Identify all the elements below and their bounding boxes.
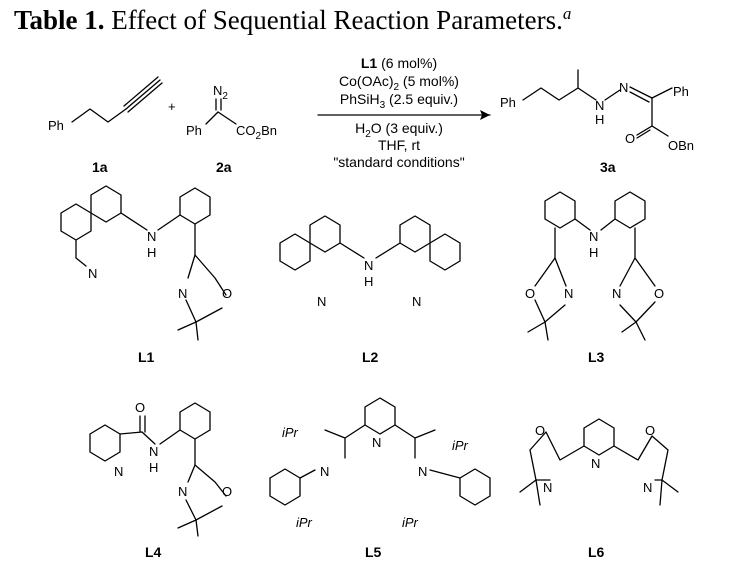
ester-obn: OBn (668, 138, 694, 153)
atom-n: N (643, 480, 652, 495)
condition-ligand: L1 (6 mol%) (361, 55, 437, 71)
compound-label: 2a (216, 159, 232, 175)
atom-h: H (589, 245, 598, 260)
ligand-l2: N N H N L2 (279, 215, 461, 365)
ligand-l4: O N N H N O L4 (89, 400, 232, 560)
atom-o: O (222, 286, 232, 301)
ligand-label: L4 (145, 544, 162, 560)
atom-n: N (619, 80, 628, 95)
atom-n: N (317, 294, 326, 309)
atom-h: H (364, 274, 373, 289)
ligand-label: L1 (138, 349, 155, 365)
atom-h: H (147, 245, 156, 260)
reactant-2a: N2 Ph CO2Bn 2a (186, 83, 277, 175)
atom-n: N (612, 286, 621, 301)
plus-sign: + (168, 99, 176, 114)
ester-group: CO2Bn (236, 123, 277, 142)
atom-n: N (591, 456, 600, 471)
atom-o: O (525, 286, 535, 301)
table-caption: Effect of Sequential Reaction Parameters… (111, 5, 563, 35)
atom-n: N (149, 444, 158, 459)
compound-label: 3a (600, 159, 616, 175)
substituent-ipr: iPr (402, 515, 419, 530)
reaction-conditions: L1 (6 mol%) Co(OAc)2 (5 mol%) PhSiH3 (2.… (317, 55, 491, 170)
compound-label: 1a (92, 159, 108, 175)
ligand-label: L5 (365, 544, 382, 560)
atom-n: N2 (213, 83, 228, 102)
condition-silane: PhSiH3 (2.5 equiv.) (340, 91, 458, 111)
atom-n: N (114, 464, 123, 479)
atom-o: O (135, 400, 145, 415)
atom-ph: Ph (186, 123, 202, 138)
ligand-label: L3 (588, 349, 605, 365)
atom-n: N (320, 464, 329, 479)
ligand-label: L6 (588, 544, 605, 560)
atom-o: O (645, 423, 655, 438)
atom-n: N (88, 266, 97, 281)
ligand-l1: N N H N O L1 (60, 185, 232, 365)
ligand-l6: N O N O N L6 (519, 418, 679, 560)
substituent-ipr: iPr (296, 515, 313, 530)
substituent-ipr: iPr (282, 425, 299, 440)
atom-ph: Ph (48, 118, 64, 133)
atom-n: N (564, 286, 573, 301)
ligand-l5: N N N iPr iPr iPr iPr L5 (269, 397, 491, 560)
atom-h: H (149, 460, 158, 475)
atom-n: N (147, 229, 156, 244)
atom-o: O (222, 484, 232, 499)
condition-label: "standard conditions" (333, 154, 464, 170)
atom-n: N (418, 464, 427, 479)
condition-solvent: THF, rt (378, 137, 420, 153)
product-3a: Ph N H N Ph O OBn 3a (500, 69, 694, 175)
atom-o: O (625, 131, 635, 146)
substituent-ipr: iPr (452, 438, 469, 453)
reactant-1a: Ph 1a (48, 76, 163, 175)
atom-n: N (595, 98, 604, 113)
atom-n: N (589, 229, 598, 244)
condition-water: H2O (3 equiv.) (355, 120, 443, 140)
atom-n: N (178, 484, 187, 499)
atom-n: N (543, 480, 552, 495)
ligand-label: L2 (362, 349, 379, 365)
atom-o: O (654, 286, 664, 301)
ligand-l3: N H O N N O L3 (525, 191, 664, 365)
atom-h: H (595, 112, 604, 127)
atom-n: N (178, 286, 187, 301)
table-label: Table 1. (14, 5, 105, 35)
footnote-marker: a (562, 4, 572, 23)
atom-n: N (412, 294, 421, 309)
table-title: Table 1. Effect of Sequential Reaction P… (14, 4, 571, 36)
atom-n: N (372, 435, 381, 450)
condition-catalyst: Co(OAc)2 (5 mol%) (339, 73, 459, 93)
atom-ph: Ph (500, 95, 516, 110)
atom-o: O (535, 423, 545, 438)
atom-ph: Ph (673, 84, 689, 99)
atom-n: N (364, 258, 373, 273)
